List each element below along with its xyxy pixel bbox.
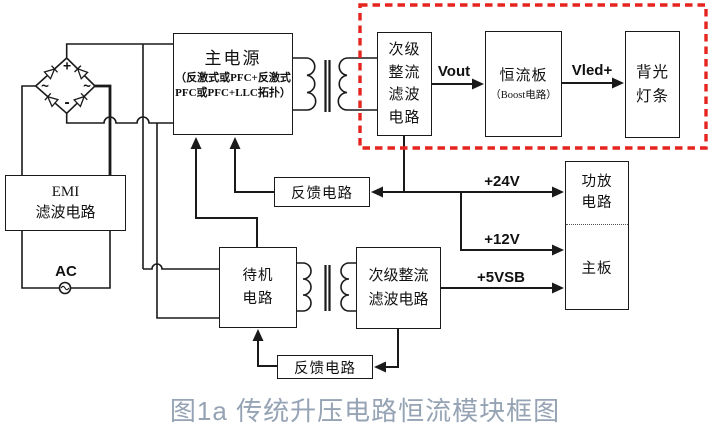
label-5vsb: +5VSB [477, 269, 525, 286]
feedback-bottom-wires [252, 329, 399, 373]
block-label: 整流 [388, 64, 421, 81]
block-label: 功放 [581, 174, 613, 190]
block-constant-current-board: 恒流板 （Boost电路） [485, 31, 562, 137]
label-ac: AC [55, 263, 77, 280]
rail-24v [371, 136, 564, 198]
block-emi-filter: EMI 滤波电路 [5, 175, 126, 231]
ac-source-icon [58, 281, 72, 295]
feedback-top-to-main-arrow [229, 137, 274, 193]
block-label: 滤波电路 [35, 205, 96, 221]
block-label: 背光 [635, 63, 669, 81]
label-vout: Vout [437, 63, 471, 80]
block-feedback-bottom: 反馈电路 [277, 355, 373, 379]
rail-12v [460, 192, 564, 256]
block-title: 主电源 [204, 49, 262, 68]
block-amp-and-mainboard: 功放 电路 主板 [565, 161, 629, 310]
standby-transformer-icon [297, 262, 356, 312]
block-label: 电路 [242, 290, 274, 307]
block-standby-power: 待机 电路 [219, 247, 297, 328]
label-vled-plus: Vled+ [571, 62, 613, 79]
bridge-ac-right-mark: ~ [83, 79, 91, 94]
block-label: 反馈电路 [294, 360, 356, 377]
standby-feed-wires [142, 44, 219, 319]
ac-input-wires [21, 43, 173, 289]
bridge-minus-mark: - [63, 96, 71, 111]
block-label: 次级整流 [368, 268, 429, 284]
block-subtitle: PFC或PFC+LLC拓扑） [175, 86, 291, 99]
bridge-ac-left-mark: ~ [41, 79, 49, 94]
block-label: 待机 [242, 267, 274, 284]
block-main-power: 主电源 （反激式或PFC+反激式 PFC或PFC+LLC拓扑） [173, 33, 293, 135]
label-12v: +12V [484, 231, 520, 248]
label-24v: +24V [484, 173, 520, 190]
block-subtitle: （反激式或PFC+反激式 [175, 72, 291, 84]
rail-5vsb [441, 282, 564, 294]
block-secondary-rectifier-bottom: 次级整流 滤波电路 [356, 247, 441, 329]
bridge-plus-mark: + [63, 59, 71, 74]
block-label: 滤波电路 [368, 292, 429, 308]
block-amp-section: 功放 电路 [566, 162, 628, 225]
block-mainboard-section: 主板 [566, 225, 628, 309]
block-label: 电路 [388, 109, 421, 126]
block-backlight-bar: 背光 灯条 [625, 31, 680, 138]
block-subtitle: （Boost电路） [490, 89, 557, 101]
block-secondary-rectifier-top: 次级 整流 滤波 电路 [377, 32, 432, 136]
main-transformer-icon [293, 57, 377, 112]
block-label: 灯条 [635, 87, 669, 105]
block-title: 恒流板 [499, 67, 548, 84]
vout-arrow [432, 78, 484, 90]
block-label: EMI [51, 184, 80, 200]
block-label: 反馈电路 [291, 185, 353, 202]
vled-arrow [562, 77, 624, 89]
figure-caption: 图1a 传统升压电路恒流模块框图 [169, 396, 561, 426]
standby-to-main-arrow [190, 137, 258, 247]
block-label: 主板 [581, 260, 613, 277]
block-label: 电路 [581, 195, 613, 211]
block-feedback-top: 反馈电路 [274, 177, 370, 207]
highlight-dashed-box [358, 3, 708, 150]
block-label: 滤波 [388, 87, 421, 103]
block-label: 次级 [388, 42, 421, 58]
